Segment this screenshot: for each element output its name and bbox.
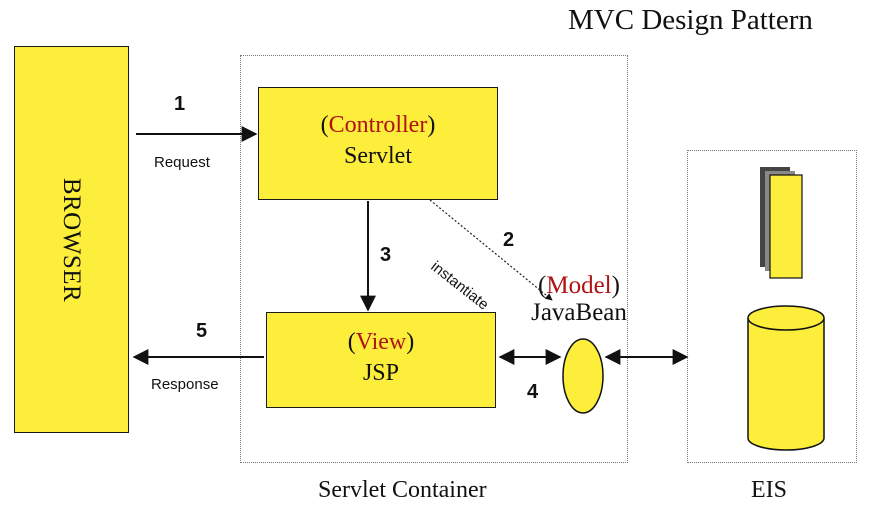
browser-box [14,46,129,433]
controller-name: Servlet [344,143,412,169]
view-name: JSP [362,360,400,386]
view-role-text: View [355,329,407,355]
step-5-number: 5 [196,320,208,342]
step-3-number: 3 [380,244,392,266]
javabean-oval [562,338,604,414]
model-role: (Model) [538,272,620,299]
document-stack-icon [760,167,803,279]
eis-label: EIS [751,477,787,503]
servlet-container-box [240,55,628,463]
controller-role-text: Controller [328,112,428,138]
request-label: Request [154,154,210,171]
view-role: (View) [347,329,415,355]
controller-box: (Controller) Servlet [258,87,498,200]
servlet-container-label: Servlet Container [318,477,487,503]
model-label: (Model) JavaBean [528,272,630,326]
model-name: JavaBean [531,299,627,326]
response-label: Response [151,376,219,393]
step-4-number: 4 [527,381,539,403]
view-box: (View) JSP [266,312,496,408]
controller-role: (Controller) [320,112,436,138]
eis-box [687,150,857,463]
step-2-number: 2 [503,229,515,251]
model-role-text: Model [546,272,612,299]
step-1-number: 1 [174,93,186,115]
database-icon [747,305,825,451]
diagram-title: MVC Design Pattern [568,4,813,36]
